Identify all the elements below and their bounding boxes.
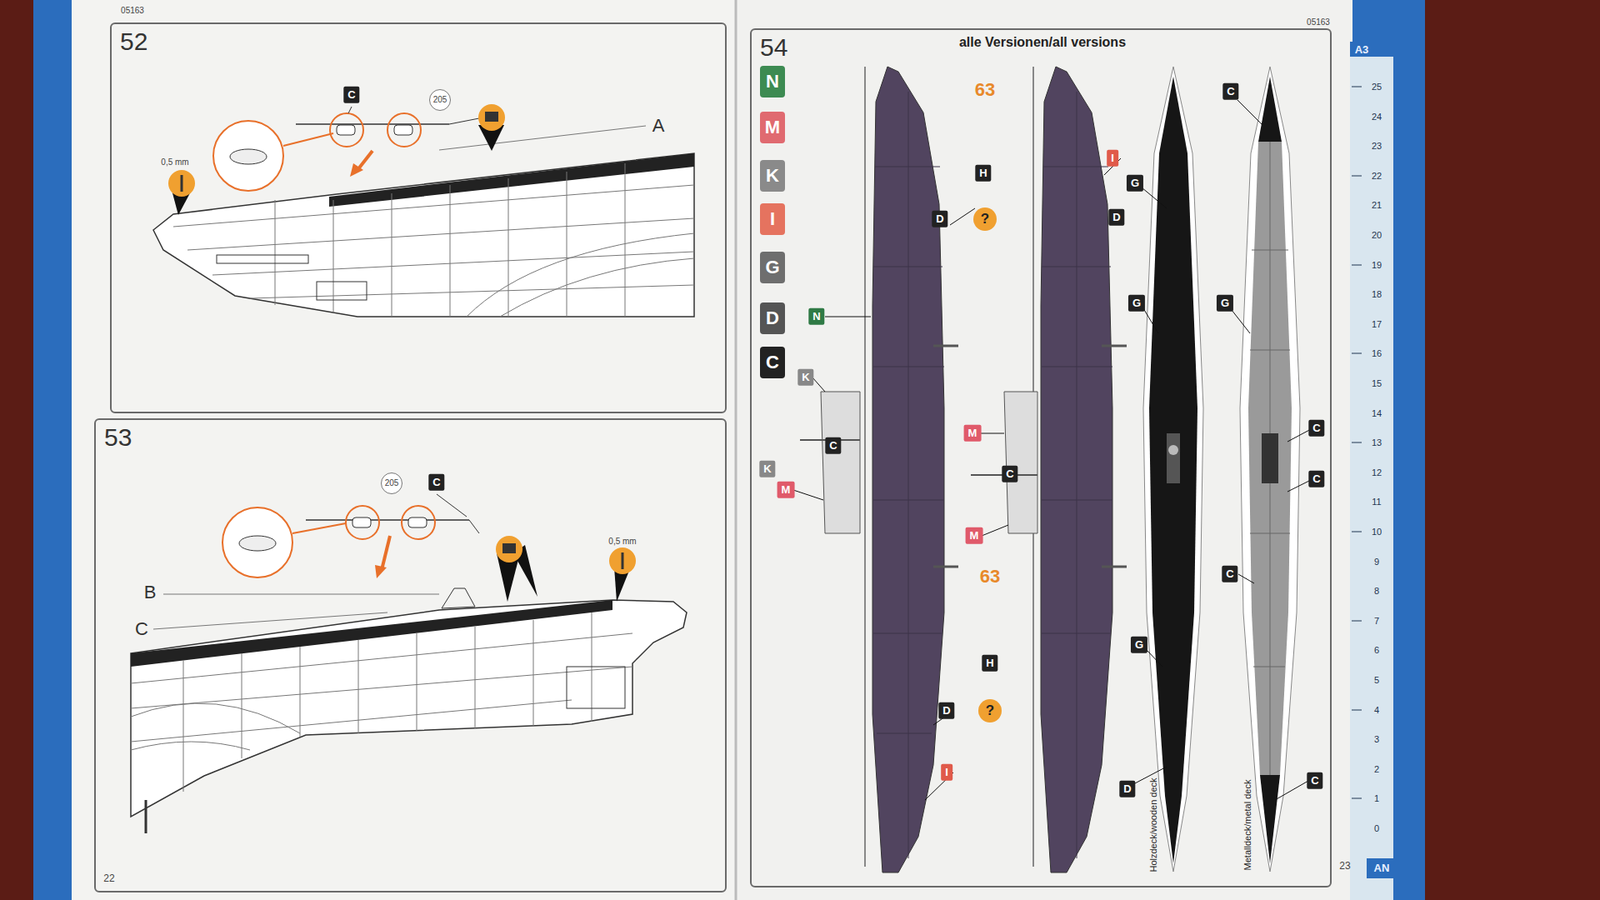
color-callout: M bbox=[965, 527, 984, 545]
ruler-mark: 11 bbox=[1371, 496, 1381, 507]
part-number: 205 bbox=[429, 89, 451, 111]
step-panel: 53 bbox=[94, 418, 727, 893]
small-note: 05163 bbox=[120, 5, 145, 15]
small-note: 0,5 mm bbox=[608, 536, 636, 546]
color-callout: C bbox=[428, 474, 445, 491]
ruler-mark: 3 bbox=[1374, 734, 1380, 745]
ruler-mark: 9 bbox=[1374, 556, 1380, 567]
step-reference: 63 bbox=[980, 566, 1000, 587]
info-icon: ? bbox=[973, 207, 997, 231]
ruler-mark: 16 bbox=[1371, 348, 1382, 359]
ruler-mark: 23 bbox=[1371, 140, 1382, 151]
view-caption: Holzdeck/wooden deck bbox=[1148, 777, 1159, 872]
ruler-mark: 5 bbox=[1374, 675, 1380, 685]
color-callout: G bbox=[1216, 295, 1234, 312]
color-callout: D bbox=[1119, 780, 1135, 798]
ruler-mark: 2 bbox=[1374, 764, 1380, 775]
ruler-mark: 22 bbox=[1371, 170, 1382, 181]
color-chip: D bbox=[760, 302, 785, 335]
ruler-mark: 18 bbox=[1371, 289, 1382, 300]
ruler-mark: 4 bbox=[1374, 705, 1380, 715]
line-letter: B bbox=[144, 582, 157, 603]
color-callout: M bbox=[964, 425, 982, 442]
line-letter: C bbox=[135, 619, 149, 640]
ruler-mark: 15 bbox=[1371, 378, 1382, 389]
step-number: 53 bbox=[104, 423, 132, 452]
info-icon: ? bbox=[978, 699, 1002, 723]
step-panel: 52 bbox=[110, 22, 727, 414]
color-callout: G bbox=[1128, 295, 1145, 312]
step-reference: 63 bbox=[975, 80, 995, 100]
color-callout: I bbox=[1106, 150, 1119, 167]
line-letter: A bbox=[652, 115, 665, 136]
ruler-mark: 8 bbox=[1374, 585, 1380, 596]
part-number: 205 bbox=[380, 472, 403, 495]
color-chip: K bbox=[760, 160, 785, 192]
step-title: alle Versionen/all versions bbox=[959, 35, 1126, 50]
color-callout: M bbox=[777, 481, 795, 499]
color-callout: C bbox=[1306, 772, 1323, 790]
color-callout: D bbox=[1108, 209, 1125, 226]
color-chip: M bbox=[760, 111, 785, 144]
color-callout: C bbox=[1221, 565, 1238, 583]
step-number: 52 bbox=[120, 27, 148, 56]
view-caption: Metalldeck/metal deck bbox=[1242, 780, 1253, 871]
ruler-label: A3 bbox=[1355, 44, 1370, 56]
small-note: 05163 bbox=[1306, 17, 1330, 27]
ruler-mark: 17 bbox=[1371, 319, 1382, 330]
color-chip: G bbox=[760, 251, 785, 284]
color-callout: C bbox=[1001, 465, 1018, 483]
color-callout: C bbox=[825, 437, 841, 455]
color-chip: C bbox=[760, 346, 785, 379]
ruler-label: AN bbox=[1374, 862, 1390, 875]
color-callout: H bbox=[981, 655, 998, 672]
color-chip: I bbox=[760, 203, 785, 235]
small-note: 0,5 mm bbox=[160, 157, 189, 167]
color-callout: K bbox=[759, 460, 775, 478]
color-callout: K bbox=[797, 369, 814, 386]
ruler-mark: 19 bbox=[1371, 260, 1382, 270]
ruler-mark: 0 bbox=[1374, 823, 1380, 834]
step-panel: 54 alle Versionen/all versions bbox=[750, 28, 1332, 888]
ruler-mark: 13 bbox=[1371, 437, 1382, 448]
ruler-mark: 12 bbox=[1371, 467, 1382, 478]
ruler-mark: 7 bbox=[1374, 615, 1380, 626]
ruler-mark: 1 bbox=[1374, 793, 1380, 804]
color-callout: H bbox=[975, 165, 991, 182]
ruler-mark: 20 bbox=[1371, 230, 1382, 240]
ruler-mark: 6 bbox=[1374, 645, 1380, 655]
color-callout: G bbox=[1130, 636, 1148, 654]
color-callout: N bbox=[808, 308, 825, 325]
color-callout: G bbox=[1126, 175, 1144, 192]
color-callout: D bbox=[931, 210, 948, 228]
color-callout: D bbox=[938, 702, 955, 720]
color-callout: C bbox=[1308, 470, 1325, 488]
page-number: 23 bbox=[1339, 860, 1350, 872]
ruler-mark: 24 bbox=[1371, 111, 1382, 122]
color-callout: C bbox=[1222, 83, 1239, 100]
ruler-mark: 14 bbox=[1371, 408, 1382, 419]
color-chip: N bbox=[760, 65, 785, 98]
color-callout: C bbox=[343, 86, 360, 104]
step-number: 54 bbox=[760, 33, 788, 62]
page-number: 22 bbox=[103, 873, 115, 885]
color-callout: I bbox=[940, 764, 953, 781]
ruler-mark: 10 bbox=[1371, 526, 1382, 537]
color-callout: C bbox=[1308, 420, 1325, 437]
ruler-mark: 25 bbox=[1371, 81, 1382, 92]
ruler-mark: 21 bbox=[1371, 200, 1382, 210]
